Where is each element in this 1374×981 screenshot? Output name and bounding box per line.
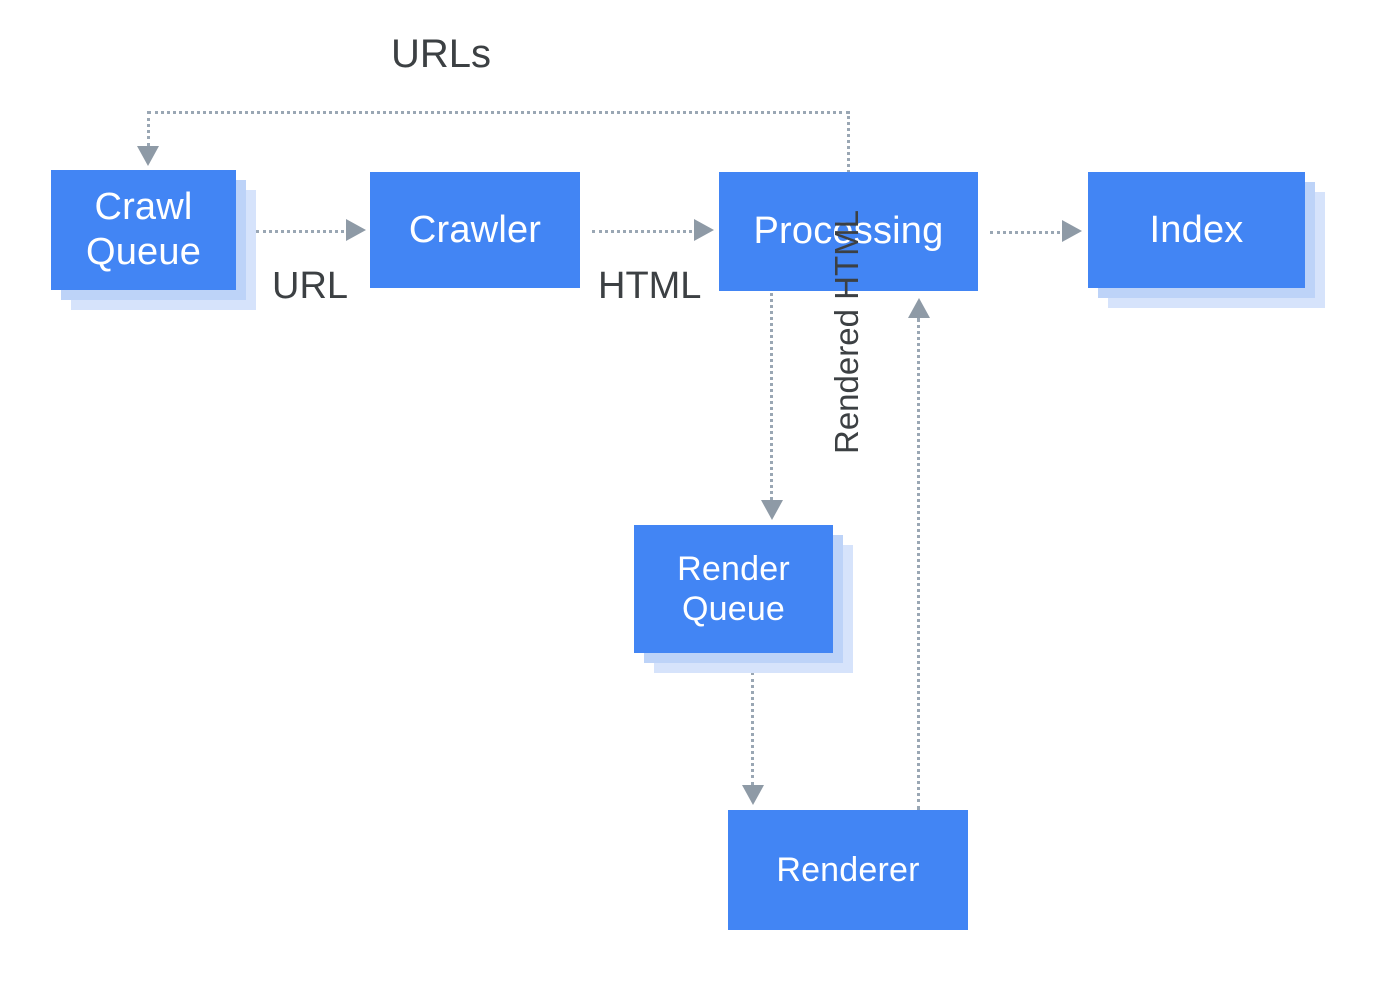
connector-processing-to-index bbox=[990, 231, 1060, 234]
arrowhead-into-crawler bbox=[346, 219, 366, 241]
crawler-face bbox=[370, 172, 580, 288]
node-render-queue[interactable]: Render Queue bbox=[634, 525, 853, 673]
connector-processing-to-crawlqueue-vertical-right bbox=[847, 111, 850, 173]
node-processing[interactable]: Processing bbox=[719, 172, 978, 291]
connector-crawler-to-processing bbox=[592, 230, 692, 233]
node-label-processing: Processing bbox=[753, 210, 944, 253]
arrowhead-into-processing-from-crawler bbox=[694, 219, 714, 241]
connector-processing-to-renderqueue bbox=[770, 293, 773, 500]
connector-renderer-to-processing bbox=[917, 318, 920, 810]
arrowhead-into-crawl-queue bbox=[137, 146, 159, 166]
node-crawl-queue[interactable]: Crawl Queue bbox=[51, 170, 256, 310]
edge-label-html: HTML bbox=[598, 265, 702, 307]
arrowhead-into-index bbox=[1062, 220, 1082, 242]
node-label-index: Index bbox=[1149, 208, 1244, 251]
connector-crawlqueue-to-crawler bbox=[256, 230, 344, 233]
connector-processing-to-crawlqueue-vertical-left bbox=[147, 111, 150, 146]
edge-label-url: URL bbox=[272, 265, 349, 307]
arrowhead-into-processing-from-renderer bbox=[908, 298, 930, 318]
node-index[interactable]: Index bbox=[1088, 172, 1325, 308]
connector-renderqueue-to-renderer bbox=[751, 672, 754, 785]
renderer-face bbox=[728, 810, 968, 930]
node-renderer[interactable]: Renderer bbox=[728, 810, 968, 930]
processing-face bbox=[719, 172, 978, 291]
node-label-render-queue: Render Queue bbox=[677, 549, 790, 628]
node-crawler[interactable]: Crawler bbox=[370, 172, 580, 288]
edge-label-rendered-html: Rendered HTML bbox=[828, 210, 865, 454]
node-label-renderer: Renderer bbox=[776, 850, 920, 889]
arrowhead-into-render-queue bbox=[761, 500, 783, 520]
arrowhead-into-renderer bbox=[742, 785, 764, 805]
edge-label-urls: URLs bbox=[391, 32, 492, 76]
connector-processing-to-crawlqueue-horizontal bbox=[148, 111, 849, 114]
node-label-crawler: Crawler bbox=[408, 208, 542, 251]
node-label-crawl-queue: Crawl Queue bbox=[85, 186, 202, 273]
